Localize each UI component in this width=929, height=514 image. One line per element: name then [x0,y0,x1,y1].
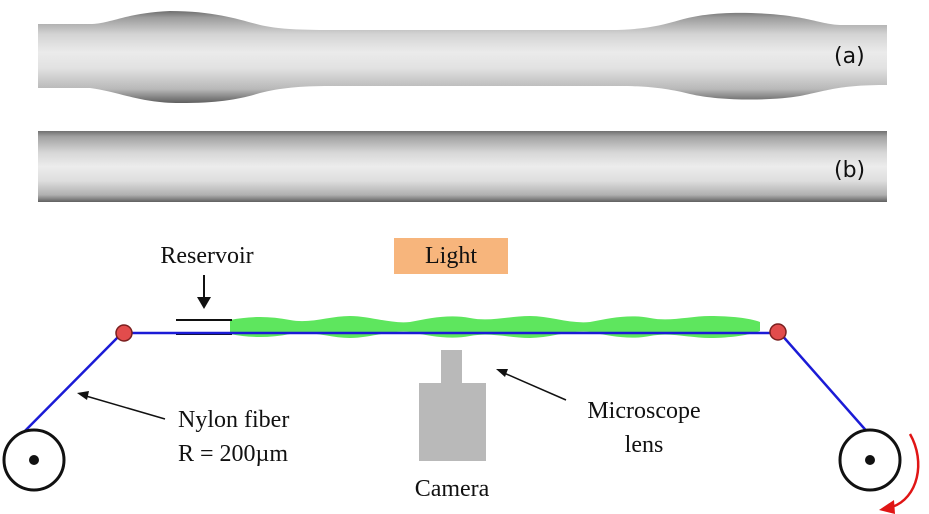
left-spool [2,428,66,492]
lens-label-arrow [496,369,567,401]
left-guide-pin [115,324,133,342]
reservoir-label: Reservoir [160,243,253,269]
lens-label-line1: Microscope [587,398,700,424]
uniform-fiber [38,131,887,202]
liquid-film [230,316,760,338]
rotation-arrow-icon [879,433,920,514]
camera [419,350,486,461]
panel-b-fiber-image: (b) [38,131,887,202]
setup-schematic: Light Reservoir [2,238,920,514]
panel-b-label: (b) [834,158,865,183]
nylon-fiber [13,331,886,453]
light-label: Light [425,243,477,269]
fiber-with-droplets [38,11,887,103]
lens-label-line2: lens [625,432,664,458]
panel-a-label: (a) [834,44,865,69]
fiber-label-line2: R = 200µm [178,441,288,467]
fiber-label-line1: Nylon fiber [178,407,289,433]
reservoir-arrow [197,275,211,309]
fiber-label-arrow [77,391,166,420]
panel-a-fiber-image: (a) [38,11,887,103]
light-box [394,238,508,274]
right-spool [838,428,902,492]
camera-label: Camera [415,476,490,502]
right-guide-pin [769,323,787,341]
